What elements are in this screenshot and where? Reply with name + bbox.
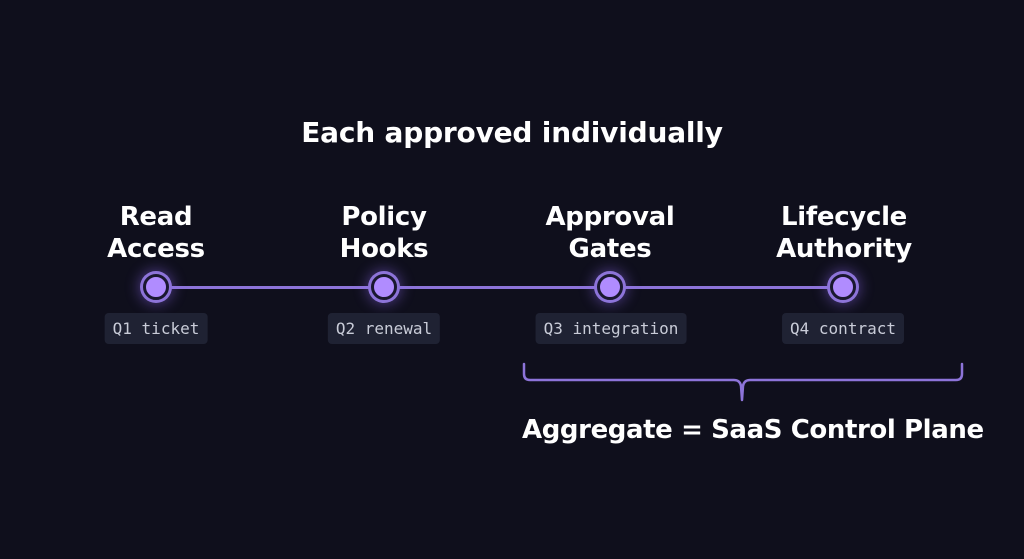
milestone-tag-q1: Q1 ticket (104, 313, 208, 344)
milestone-tag-q4: Q4 contract (782, 313, 904, 344)
milestone-label-line1: Approval (545, 202, 675, 232)
milestone-label-approval-gates: Approval Gates (510, 201, 710, 265)
milestone-label-read-access: Read Access (56, 201, 256, 265)
milestone-label-line2: Authority (776, 234, 912, 264)
milestone-label-line2: Access (107, 234, 205, 264)
grouping-brace (522, 362, 964, 402)
milestone-tag-q3: Q3 integration (535, 313, 687, 344)
milestone-label-line1: Lifecycle (780, 202, 908, 232)
milestone-label-line2: Hooks (339, 234, 429, 264)
milestone-tag-q2: Q2 renewal (327, 313, 441, 344)
timeline-line (156, 286, 843, 289)
diagram-title: Each approved individually (301, 116, 723, 149)
milestone-label-policy-hooks: Policy Hooks (284, 201, 484, 265)
milestone-node-q2 (371, 274, 397, 300)
milestone-label-line1: Policy (341, 202, 427, 232)
milestone-node-q4 (830, 274, 856, 300)
milestone-label-line1: Read (119, 202, 193, 232)
milestone-node-q1 (143, 274, 169, 300)
aggregate-label: Aggregate = SaaS Control Plane (522, 415, 984, 445)
milestone-label-lifecycle-authority: Lifecycle Authority (744, 201, 944, 265)
milestone-label-line2: Gates (568, 234, 652, 264)
milestone-node-q3 (597, 274, 623, 300)
